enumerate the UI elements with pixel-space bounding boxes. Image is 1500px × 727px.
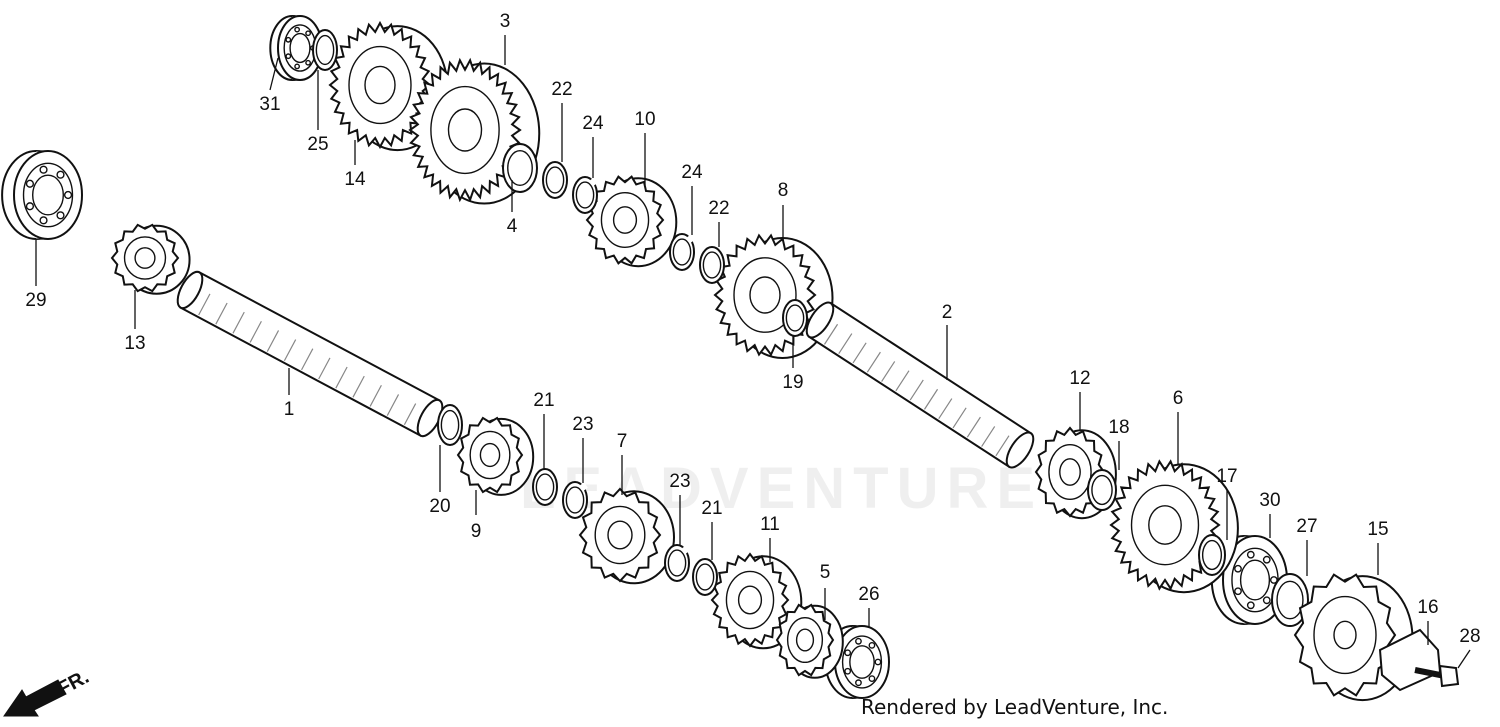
callout-21b: 21 (701, 498, 722, 519)
callout-23a: 23 (572, 414, 593, 435)
callout-2: 2 (942, 302, 953, 323)
callout-5: 5 (820, 562, 831, 583)
bearing-26 (824, 625, 890, 699)
callout-20: 20 (429, 496, 450, 517)
callout-15: 15 (1367, 519, 1388, 540)
circlip-24-upper (572, 176, 598, 214)
washer-22-upper (542, 161, 568, 199)
bearing-29 (1, 150, 83, 240)
callout-24b: 24 (681, 162, 703, 183)
washer-20 (437, 404, 463, 446)
callout-10: 10 (634, 109, 655, 130)
gear-7 (578, 487, 675, 585)
callout-18: 18 (1108, 417, 1129, 438)
bushing-4 (502, 143, 538, 193)
front-arrow-icon (3, 679, 67, 717)
washer-17 (1198, 534, 1226, 576)
callout-layer: 1234567891011121314151617181920212122222… (25, 11, 1480, 647)
washer-22-lower (699, 246, 725, 284)
callout-3: 3 (500, 11, 511, 32)
callout-21a: 21 (533, 390, 554, 411)
leader-lines (35, 35, 1471, 669)
callout-16: 16 (1417, 597, 1438, 618)
callout-1: 1 (284, 399, 295, 420)
mainshaft-2 (805, 301, 1035, 469)
gear-13 (110, 223, 191, 295)
countershaft-1 (176, 270, 444, 438)
washer-25 (312, 29, 338, 71)
front-direction-indicator: FR. (3, 666, 93, 717)
circlip-23-lower (664, 544, 690, 582)
callout-9: 9 (471, 521, 482, 542)
callout-31: 31 (259, 94, 280, 115)
callout-7: 7 (617, 431, 628, 452)
callout-24a: 24 (582, 113, 604, 134)
callout-25: 25 (307, 134, 328, 155)
credit-line: Rendered by LeadVenture, Inc. (861, 695, 1169, 719)
callout-30: 30 (1259, 490, 1280, 511)
bearing-30 (1210, 535, 1288, 625)
callout-23b: 23 (669, 471, 690, 492)
callout-27: 27 (1296, 516, 1317, 537)
circlip-24-lower (669, 233, 695, 271)
circlip-23-upper (562, 481, 588, 519)
parts-layer (1, 15, 1460, 702)
callout-26: 26 (858, 584, 879, 605)
callout-11: 11 (760, 514, 780, 535)
washer-19 (782, 299, 808, 337)
callout-13: 13 (124, 333, 145, 354)
callout-22a: 22 (551, 79, 572, 100)
bolt-28 (1414, 664, 1460, 688)
oil-seal-27 (1271, 573, 1309, 627)
washer-21-lower (692, 558, 718, 596)
callout-19: 19 (782, 372, 803, 393)
callout-17: 17 (1216, 466, 1237, 487)
washer-18 (1087, 469, 1117, 511)
gear-10 (585, 175, 678, 268)
callout-22b: 22 (708, 198, 729, 219)
leader-line-31 (269, 57, 279, 91)
callout-6: 6 (1173, 388, 1184, 409)
callout-12: 12 (1069, 368, 1090, 389)
gear-5 (775, 603, 844, 679)
callout-8: 8 (778, 180, 789, 201)
callout-28: 28 (1459, 626, 1480, 647)
leader-line-28 (1457, 649, 1471, 669)
callout-29: 29 (25, 290, 46, 311)
callout-4: 4 (507, 216, 518, 237)
callout-14: 14 (344, 169, 366, 190)
gear-9 (456, 416, 535, 496)
washer-21-upper (532, 468, 558, 506)
